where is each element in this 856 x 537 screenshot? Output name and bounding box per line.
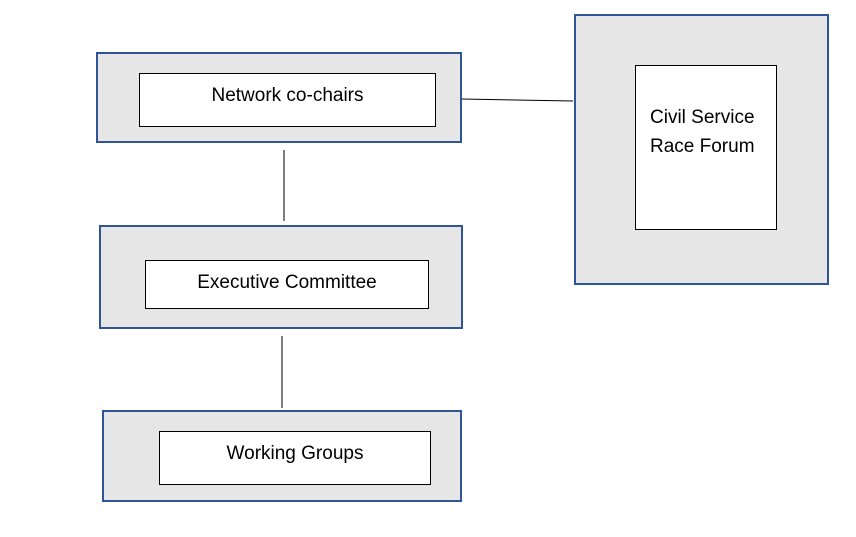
executive-committee-container: Executive Committee <box>99 225 463 329</box>
race-forum-box: Civil Service Race Forum <box>635 65 777 230</box>
race-forum-label: Civil Service Race Forum <box>650 107 755 157</box>
network-cochairs-label: Network co-chairs <box>211 85 364 106</box>
working-groups-container: Working Groups <box>102 410 462 502</box>
network-cochairs-container: Network co-chairs <box>96 52 462 143</box>
race-forum-container: Civil Service Race Forum <box>574 14 829 285</box>
edge-cochairs-to-race-forum <box>461 98 574 102</box>
network-cochairs-box: Network co-chairs <box>139 73 436 127</box>
working-groups-label: Working Groups <box>226 443 364 464</box>
executive-committee-label: Executive Committee <box>197 271 377 293</box>
working-groups-box: Working Groups <box>159 431 431 485</box>
executive-committee-box: Executive Committee <box>145 260 429 309</box>
